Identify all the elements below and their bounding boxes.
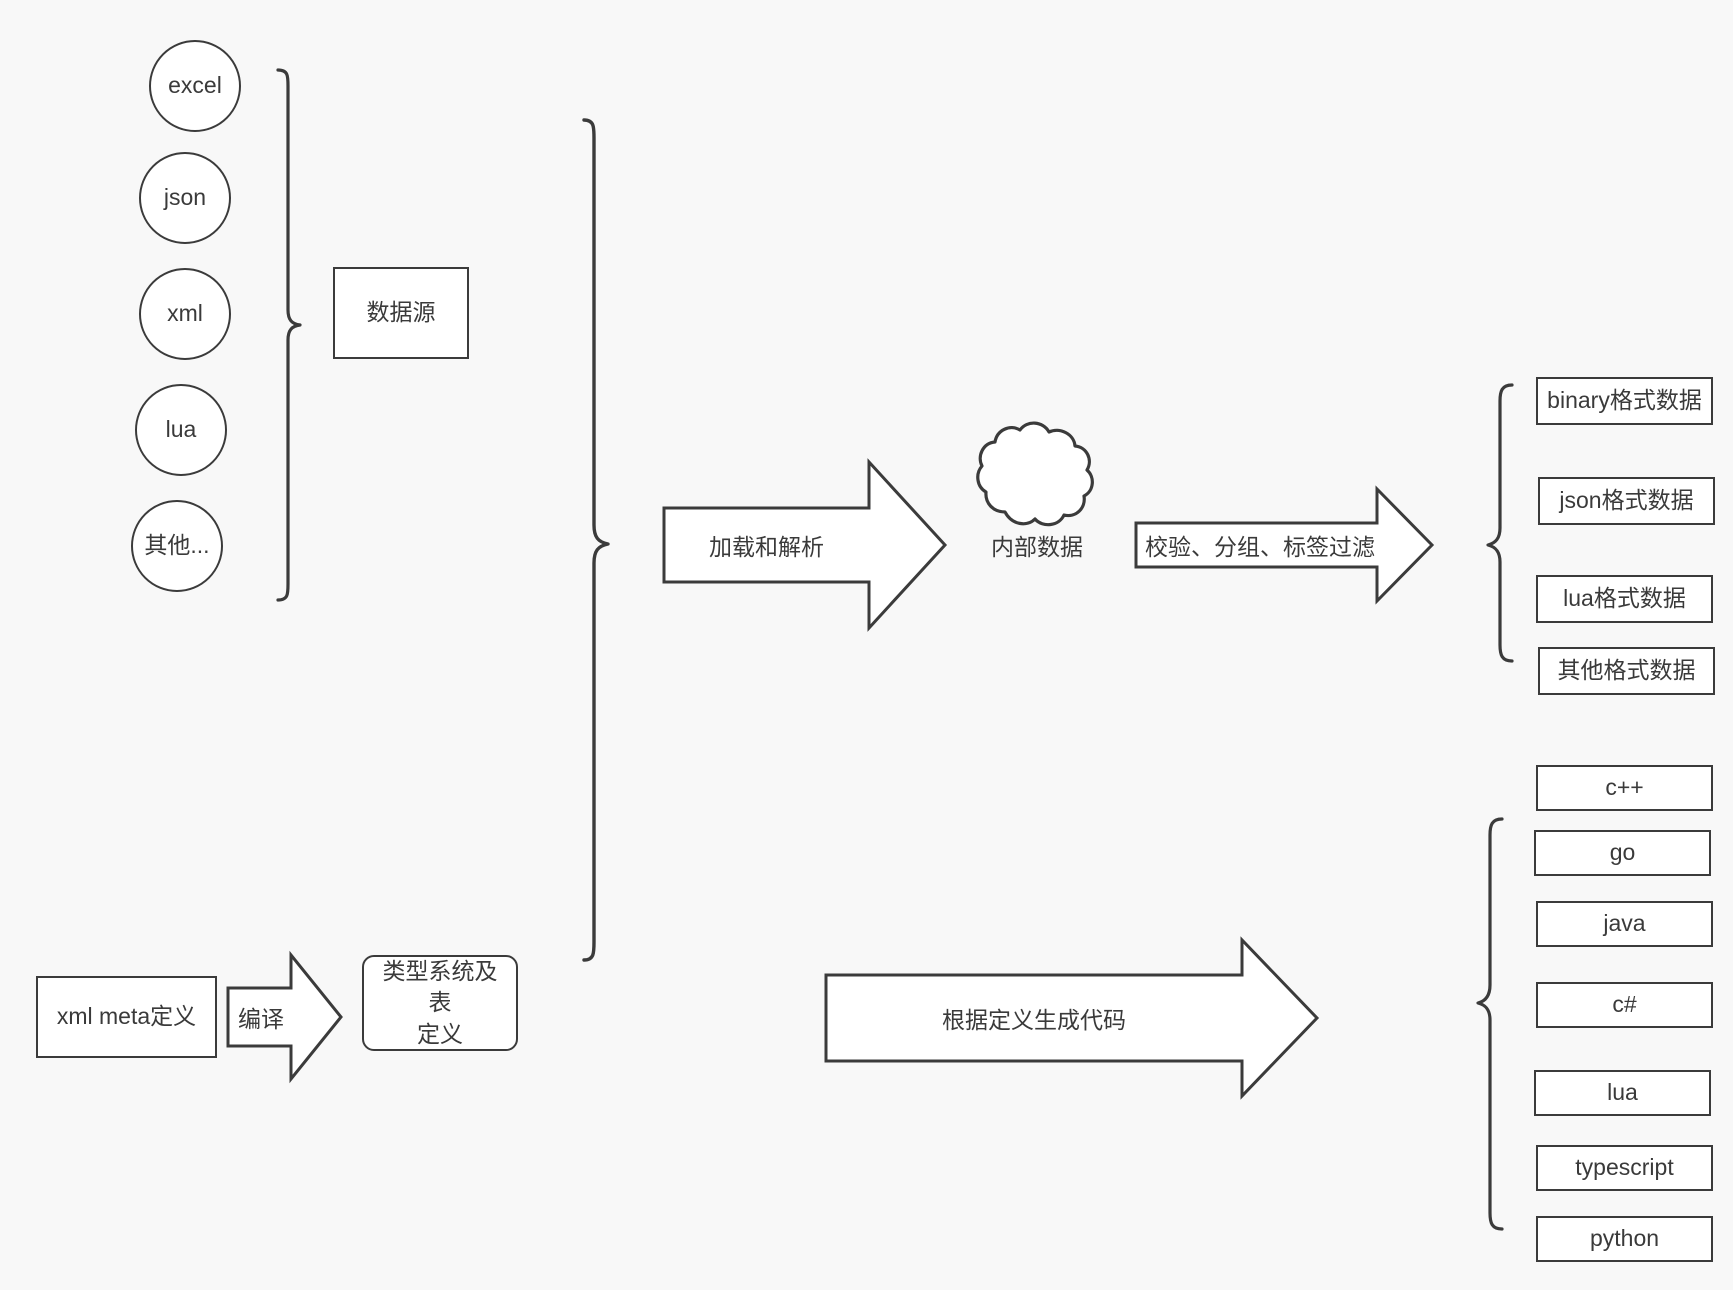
source-node-lua[interactable]: lua (135, 384, 227, 476)
filter-arrow-label: 校验、分组、标签过滤 (1140, 523, 1380, 567)
codegen-arrow (824, 936, 1320, 1100)
data-source-label: 数据源 (366, 299, 436, 326)
output-language-label: c++ (1605, 774, 1644, 801)
compile-arrow-label: 编译 (231, 995, 291, 1039)
output-format-other[interactable]: 其他格式数据 (1538, 647, 1715, 695)
load-parse-arrow-label: 加载和解析 (664, 520, 869, 570)
output-format-lua[interactable]: lua格式数据 (1536, 575, 1713, 623)
source-node-xml[interactable]: xml (139, 268, 231, 360)
sources-brace (276, 68, 302, 602)
load-parse-arrow (662, 458, 948, 632)
source-label: xml (167, 300, 203, 327)
source-label: excel (168, 72, 222, 99)
formats-brace (1486, 383, 1514, 663)
load-parse-text: 加载和解析 (709, 534, 824, 560)
output-language-label: python (1589, 1225, 1660, 1252)
filter-text: 校验、分组、标签过滤 (1145, 534, 1375, 560)
type-system-label-line1: 类型系统及表 (382, 958, 498, 1016)
output-language-label: java (1603, 910, 1646, 937)
internal-data-label: 内部数据 (986, 523, 1088, 567)
internal-data-text: 内部数据 (991, 534, 1083, 560)
output-language-label: c# (1612, 991, 1637, 1018)
output-format-binary[interactable]: binary格式数据 (1536, 377, 1713, 425)
source-node-json[interactable]: json (139, 152, 231, 244)
output-language-cpp[interactable]: c++ (1536, 765, 1713, 811)
output-language-label: typescript (1575, 1154, 1674, 1181)
source-label: json (163, 184, 207, 211)
output-language-typescript[interactable]: typescript (1536, 1145, 1713, 1191)
languages-brace (1476, 817, 1504, 1231)
output-language-label: go (1609, 839, 1636, 866)
internal-data-cloud (976, 421, 1094, 527)
compile-arrow (226, 950, 343, 1084)
codegen-text: 根据定义生成代码 (942, 1007, 1126, 1033)
source-node-excel[interactable]: excel (149, 40, 241, 132)
output-format-label: 其他格式数据 (1557, 657, 1696, 684)
type-system-box[interactable]: 类型系统及表 定义 (362, 955, 518, 1051)
source-label: lua (165, 416, 197, 443)
output-language-csharp[interactable]: c# (1536, 982, 1713, 1028)
output-language-go[interactable]: go (1534, 830, 1711, 876)
type-system-label-line2: 定义 (417, 1020, 463, 1047)
output-format-label: binary格式数据 (1547, 387, 1702, 414)
xml-meta-definition-box[interactable]: xml meta定义 (36, 976, 217, 1058)
xml-meta-label: xml meta定义 (56, 1003, 197, 1030)
output-language-lua[interactable]: lua (1534, 1070, 1711, 1116)
output-format-label: lua格式数据 (1563, 585, 1686, 612)
output-language-java[interactable]: java (1536, 901, 1713, 947)
output-language-python[interactable]: python (1536, 1216, 1713, 1262)
output-format-label: json格式数据 (1559, 487, 1694, 514)
output-language-label: lua (1607, 1079, 1638, 1106)
data-source-box[interactable]: 数据源 (333, 267, 469, 359)
source-node-other[interactable]: 其他... (131, 500, 223, 592)
output-format-json[interactable]: json格式数据 (1538, 477, 1715, 525)
source-label: 其他... (144, 532, 210, 559)
validate-group-filter-arrow (1134, 485, 1435, 605)
main-brace (582, 118, 610, 962)
compile-text: 编译 (238, 1006, 284, 1032)
codegen-arrow-label: 根据定义生成代码 (826, 996, 1242, 1040)
